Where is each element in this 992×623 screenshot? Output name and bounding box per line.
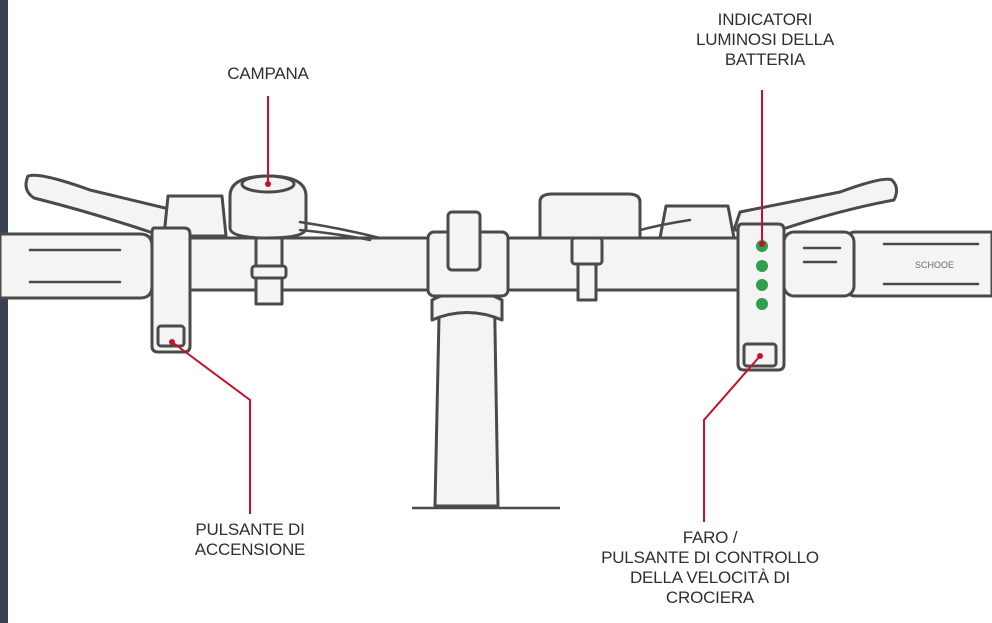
label-light-cruise: FARO / PULSANTE DI CONTROLLO DELLA VELOC… xyxy=(601,528,819,607)
left-lever-mount xyxy=(162,194,228,238)
grip-text: SCHOOE xyxy=(915,260,954,270)
left-brake-lever xyxy=(24,173,198,234)
battery-led-3 xyxy=(756,279,768,291)
battery-led-2 xyxy=(756,260,768,272)
throttle-housing xyxy=(782,230,856,298)
display-clamp xyxy=(576,262,598,302)
label-campana: CAMPANA xyxy=(227,64,309,83)
label-battery-indicators: INDICATORI LUMINOSI DELLA BATTERIA xyxy=(696,10,834,69)
label-power-button: PULSANTE DI ACCENSIONE xyxy=(194,520,306,559)
left-edge-bar xyxy=(0,0,8,623)
power-button xyxy=(156,324,186,348)
right-brake-lever xyxy=(732,177,899,232)
callout-line-light xyxy=(703,355,761,522)
display-unit xyxy=(538,192,642,240)
left-grip xyxy=(0,232,154,300)
battery-indicators xyxy=(756,240,768,310)
right-lever-mount xyxy=(658,204,736,240)
callout-line-power xyxy=(171,341,251,514)
battery-led-4 xyxy=(756,298,768,310)
right-control-unit xyxy=(736,222,786,372)
